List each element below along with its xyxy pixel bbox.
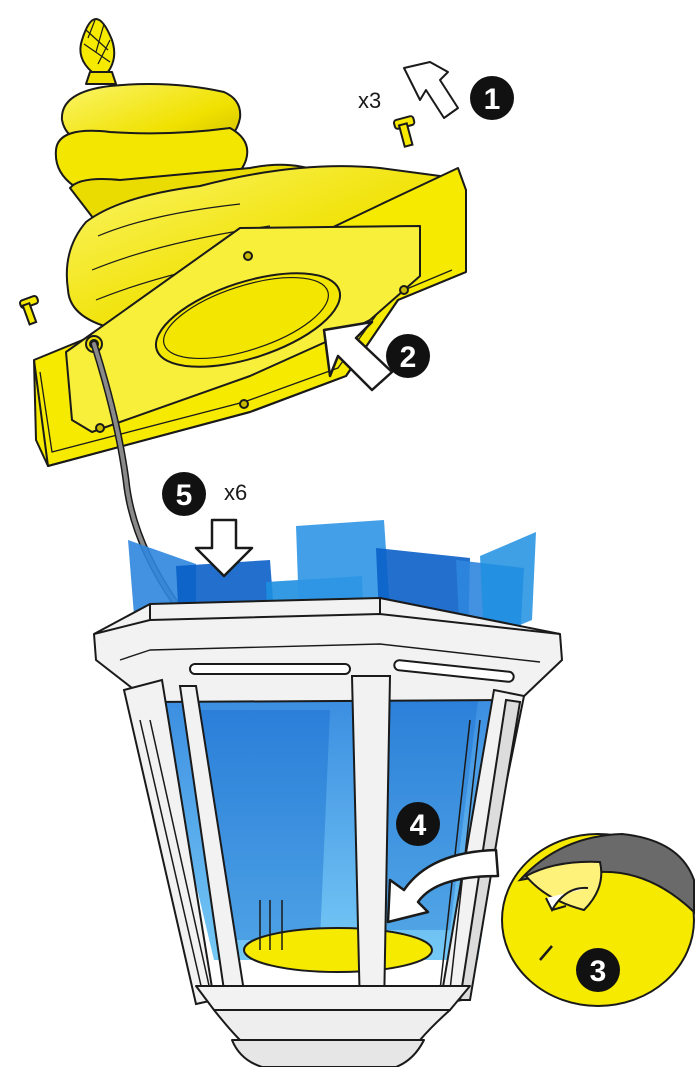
peel-arrow [545,886,589,913]
screw-top-right [392,115,416,148]
svg-text:1: 1 [484,83,501,116]
lantern-base [195,985,471,1067]
arrow-insert-disc [386,848,500,924]
step-badge-4: 4 [396,802,440,846]
svg-text:2: 2 [400,341,417,374]
step-1-quantity: x3 [358,88,381,113]
replacement-disc [501,832,695,1007]
arrow-attach-cap [322,320,394,392]
arrow-remove-screws [403,61,459,119]
inner-yellow-disc [243,927,433,973]
svg-text:5: 5 [176,479,193,512]
step-5-quantity: x6 [224,480,247,505]
step-badge-3: 3 [576,948,620,992]
cap-vent-oval [154,272,342,368]
svg-text:4: 4 [410,809,427,842]
step-badge-2: 2 [386,334,430,378]
step-badge-5: 5 [162,472,206,516]
lantern-top-frame [93,597,563,703]
screw-left [19,295,39,326]
step-badge-1: 1 [470,76,514,120]
arrow-insert-panels [194,518,254,578]
svg-text:3: 3 [590,955,607,988]
lantern-cap [33,18,467,467]
